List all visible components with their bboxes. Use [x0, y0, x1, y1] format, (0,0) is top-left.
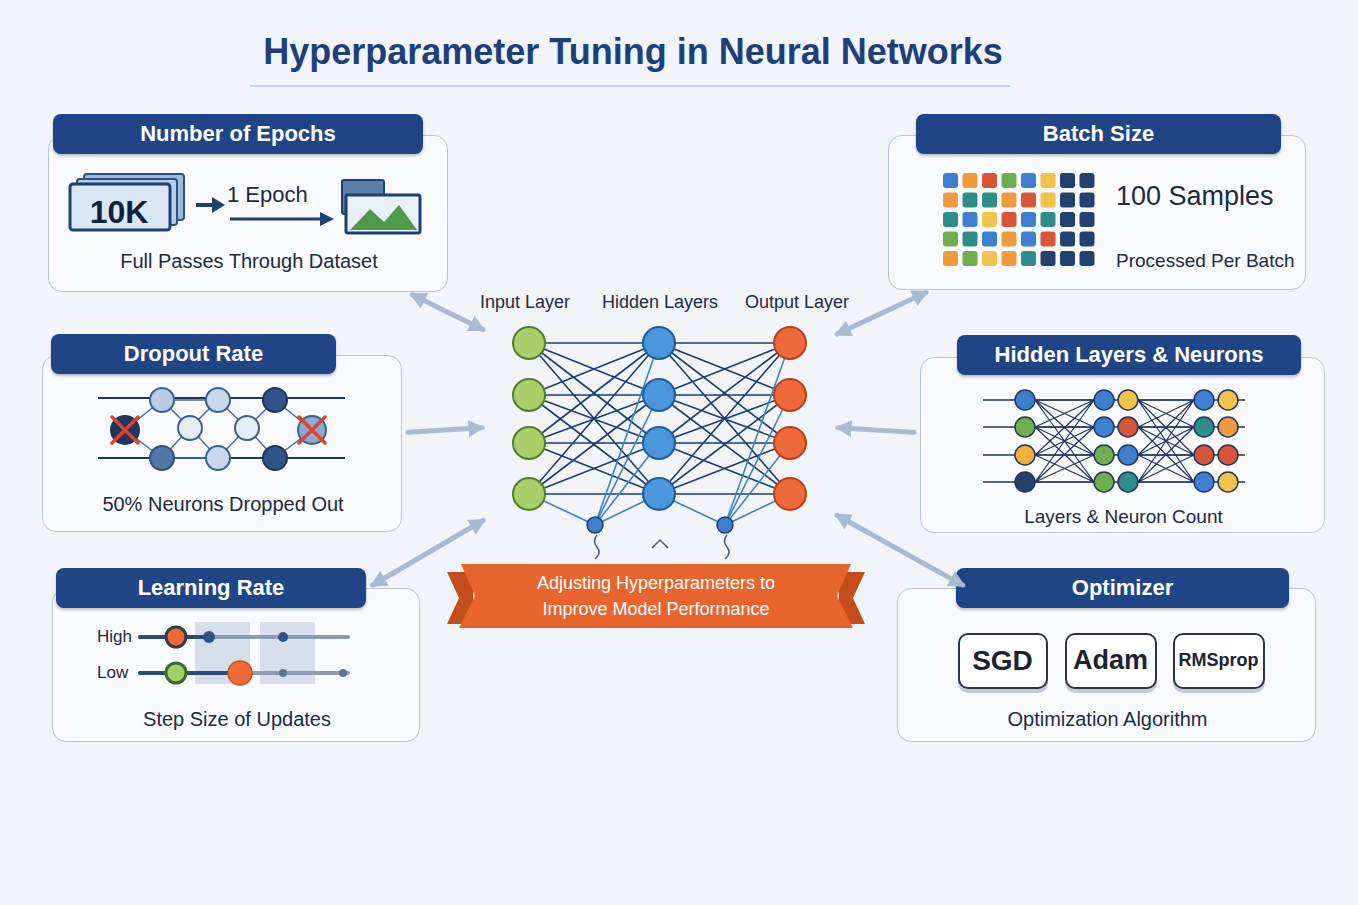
diagram-title: Hyperparameter Tuning in Neural Networks — [133, 30, 1133, 74]
input-neuron — [513, 478, 545, 510]
hyperparameter-panel: Batch Size100 SamplesProcessed Per Batch — [888, 135, 1306, 290]
button-label: RMSprop — [1175, 635, 1262, 686]
hyperparameter-panel: Learning RateHighLowStep Size of Updates — [52, 588, 420, 742]
hyperparameter-panel: Number of Epochs10K1 EpochFull Passes Th… — [48, 135, 448, 292]
bias-neuron — [717, 517, 733, 533]
panel-text: Step Size of Updates — [53, 707, 421, 731]
output-neuron — [774, 427, 806, 459]
panel-text: 50% Neurons Dropped Out — [43, 492, 403, 516]
bias-link — [529, 343, 790, 525]
panel-text: Low — [97, 663, 147, 683]
banner-ribbon: Adjusting Hyperparameters to Improve Mod… — [447, 560, 865, 632]
input-neuron — [513, 327, 545, 359]
panel-heading: Dropout Rate — [51, 334, 336, 374]
panel-heading: Batch Size — [916, 114, 1281, 154]
panel-heading: Number of Epochs — [53, 114, 423, 154]
panel-text: 1 Epoch — [227, 182, 327, 208]
layer-label: Output Layer — [737, 292, 857, 314]
hidden-neuron — [643, 327, 675, 359]
layer-label: Hidden Layers — [600, 292, 720, 314]
connector-arrow — [837, 293, 926, 335]
button-label: Adam — [1067, 635, 1154, 686]
banner-text: Adjusting Hyperparameters to Improve Mod… — [511, 570, 801, 622]
network-link — [659, 343, 790, 494]
input-neuron — [513, 379, 545, 411]
connector-arrow — [838, 428, 914, 433]
button-label: SGD — [960, 635, 1045, 686]
ribbon-body — [459, 564, 853, 628]
panel-text: Full Passes Through Dataset — [49, 249, 449, 273]
layer-label: Input Layer — [475, 292, 575, 314]
hyperparameter-panel: OptimizerOptimization AlgorithmSGDAdamRM… — [897, 588, 1316, 742]
hidden-neuron — [643, 379, 675, 411]
network-link — [529, 343, 659, 494]
panel-text: Processed Per Batch — [1116, 250, 1301, 273]
panel-text: Optimization Algorithm — [898, 707, 1317, 731]
panel-text: High — [97, 627, 147, 647]
panel-heading: Hidden Layers & Neurons — [957, 335, 1301, 375]
bias-neuron — [587, 517, 603, 533]
title-underline — [250, 85, 1010, 87]
output-neuron — [774, 379, 806, 411]
connector-arrow — [412, 295, 483, 330]
panel-heading: Learning Rate — [56, 568, 366, 608]
panel-text: 10K — [79, 193, 159, 231]
hidden-neuron — [643, 427, 675, 459]
panel-text: Layers & Neuron Count — [921, 506, 1326, 529]
connector-arrow — [408, 428, 482, 432]
ribbon-shape — [447, 560, 865, 632]
optimizer-button: RMSprop — [1173, 633, 1265, 689]
hyperparameter-panel: Hidden Layers & NeuronsLayers & Neuron C… — [920, 357, 1325, 533]
input-neuron — [513, 427, 545, 459]
hyperparameter-panel: Dropout Rate50% Neurons Dropped Out — [42, 355, 402, 532]
output-neuron — [774, 478, 806, 510]
panel-heading: Optimizer — [956, 568, 1289, 608]
squiggle — [595, 535, 730, 559]
output-neuron — [774, 327, 806, 359]
neural-network: Input LayerHidden LayersOutput Layer — [490, 288, 830, 546]
hidden-neuron — [643, 478, 675, 510]
panel-text: 100 Samples — [1116, 180, 1301, 212]
optimizer-button: Adam — [1065, 633, 1157, 689]
optimizer-button: SGD — [958, 633, 1048, 689]
